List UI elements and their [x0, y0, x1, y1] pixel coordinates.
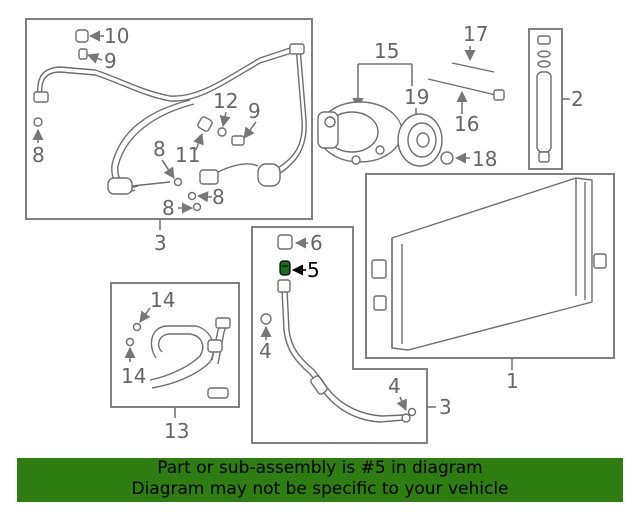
callout-6: 6 [310, 231, 323, 255]
condenser [371, 177, 607, 351]
callout-15: 15 [374, 39, 399, 63]
callout-16: 16 [454, 112, 479, 136]
group-7-box [25, 18, 313, 220]
stud-17 [451, 62, 495, 73]
callout-1: 1 [506, 369, 519, 393]
callout-12: 12 [213, 89, 238, 113]
fitting-6 [277, 234, 293, 250]
callout-8-bottom: 8 [162, 196, 175, 220]
callout-11: 11 [175, 143, 200, 167]
banner-line-2: Diagram may not be specific to your vehi… [131, 479, 509, 499]
callout-13: 13 [164, 419, 189, 443]
group-3-box [251, 226, 428, 444]
callout-14-top: 14 [150, 288, 175, 312]
callout-3: 3 [439, 395, 452, 419]
callout-7: 3 [154, 231, 167, 255]
bolt-16 [427, 78, 497, 96]
callout-9-top: 9 [104, 49, 117, 73]
callout-4-right: 4 [388, 374, 401, 398]
seal-4-top [260, 313, 272, 325]
part-notice-banner: Part or sub-assembly is #5 in diagram Di… [17, 458, 623, 502]
nut-18 [440, 151, 454, 165]
callout-2: 2 [571, 87, 584, 111]
callout-10: 10 [104, 24, 129, 48]
hose-assembly-7 [33, 29, 307, 212]
compressor-clutch [397, 113, 443, 167]
callout-9-right: 9 [248, 99, 261, 123]
callout-19: 19 [404, 85, 429, 109]
valve-5-highlighted [279, 260, 291, 276]
callout-8-mid: 8 [153, 137, 166, 161]
callout-8-right: 8 [212, 185, 225, 209]
banner-line-1: Part or sub-assembly is #5 in diagram [157, 458, 483, 478]
callout-14-bottom: 14 [121, 364, 146, 388]
callout-4-left: 4 [259, 339, 272, 363]
hose-assembly-13 [125, 317, 231, 399]
callout-5-highlighted: 5 [307, 258, 320, 282]
liquid-line [277, 279, 417, 423]
callout-8-left: 8 [32, 143, 45, 167]
parts-diagram: 10 9 8 12 9 11 8 8 8 3 15 19 18 17 16 [25, 18, 615, 444]
compressor [317, 101, 403, 165]
group-1-box [365, 173, 615, 359]
receiver-dryer [536, 35, 552, 163]
callout-18: 18 [472, 147, 497, 171]
callout-17: 17 [463, 22, 488, 46]
